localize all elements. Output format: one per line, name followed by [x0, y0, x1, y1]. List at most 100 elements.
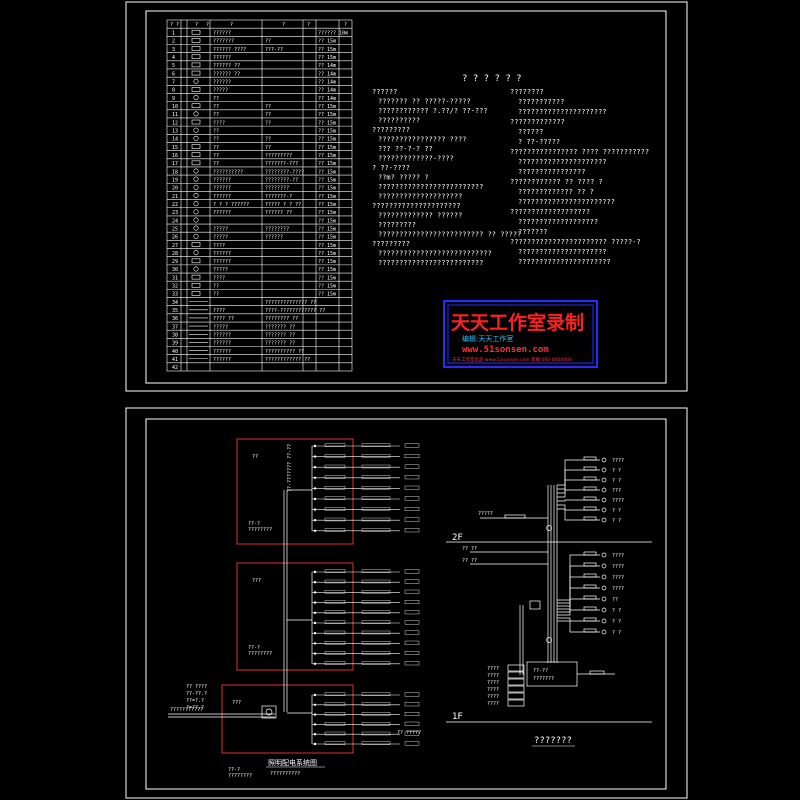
- legend-row-note: ?? 14m: [318, 80, 336, 86]
- legend-symbol-icon: [191, 54, 201, 60]
- breaker-spec-icon: [324, 600, 346, 604]
- note-line-left: ??m? ????? ?: [378, 174, 429, 182]
- legend-row: 25??????????????? 15m: [172, 226, 336, 232]
- breaker-spec-icon: [324, 712, 346, 716]
- legend-row-no: 23: [172, 210, 178, 216]
- panel-boxes: [221, 438, 354, 754]
- breaker-spec-icon: [324, 722, 346, 726]
- legend-row: 16????????????? 15m: [172, 153, 336, 159]
- legend-symbol-icon: [191, 282, 201, 288]
- legend-row: 33???? 15m: [172, 292, 336, 298]
- legend-row-note: ?? 15m: [318, 251, 336, 257]
- cable-spec-icon: [361, 579, 391, 584]
- legend-row-no: 16: [172, 153, 178, 159]
- legend-row-name: ?????: [213, 324, 228, 330]
- breaker-spec-icon: [324, 661, 346, 665]
- load-tag-icon: [404, 640, 420, 645]
- legend-row-note: ?? 14m: [318, 88, 336, 94]
- circuit-row: [312, 569, 420, 574]
- meter-spec: ??=?.?: [186, 698, 204, 704]
- legend-row-spec: ?????????: [265, 153, 292, 159]
- load-tag-icon: [404, 528, 420, 533]
- diagram-title: 照明配电系统图: [268, 758, 317, 767]
- legend-row-note: ?? 15m: [318, 55, 336, 61]
- legend-row-spec: ????????: [265, 226, 289, 232]
- legend-row-no: 37: [172, 324, 178, 330]
- legend-symbol-icon: [193, 266, 199, 272]
- legend-row: 35????????-???????????? ??: [172, 308, 325, 314]
- legend-row-note: ?? 15m: [318, 145, 336, 151]
- note-line-right: ??????: [518, 128, 543, 136]
- note-line-right: ? ??-?????: [518, 138, 560, 146]
- main-panel-label: ??-??: [533, 668, 548, 674]
- cable-spec-icon: [361, 486, 391, 490]
- breaker-icon: [313, 662, 317, 665]
- legend-row-no: 28: [172, 251, 178, 257]
- legend-row-no: 32: [172, 284, 178, 290]
- breaker-icon: [313, 570, 317, 574]
- legend-header-cell: ?: [344, 22, 347, 28]
- breaker-icon: [313, 444, 317, 448]
- breaker-spec-icon: [324, 507, 346, 511]
- note-line-left: ????????????? ??????: [378, 212, 462, 220]
- cable-spec-icon: [361, 641, 391, 645]
- circuit-row: [312, 620, 420, 625]
- legend-row-name: ??: [213, 284, 219, 290]
- legend-row: 23???????????? ???? 15m: [172, 210, 336, 216]
- legend-symbol-icon: [193, 135, 199, 141]
- cable-spec-icon: [361, 443, 391, 447]
- legend-row-name: ??????: [213, 333, 231, 339]
- legend-symbol-icon: [191, 160, 201, 166]
- legend-row-name: ??: [213, 104, 219, 110]
- legend-row: 1???????????? 10m: [172, 31, 348, 37]
- circuit-row: [312, 741, 420, 746]
- legend-row-name: ?????? ????: [213, 47, 246, 53]
- breaker-spec-icon: [324, 454, 346, 458]
- panel-desc: ????????: [248, 651, 272, 657]
- riser-lower-item: ????: [612, 575, 624, 581]
- circuit-row: [312, 496, 420, 501]
- legend-row-no: 41: [172, 357, 178, 363]
- legend-symbol-icon: [191, 62, 201, 68]
- meter-spec: ?? ????: [186, 684, 207, 690]
- cable-spec-icon: [361, 692, 391, 696]
- breaker-spec-icon: [324, 464, 346, 469]
- legend-symbol-icon: [193, 95, 199, 101]
- legend-row: 21?????????????-??? 15m: [172, 194, 336, 200]
- legend-row: 18??????????????????-?????? 15m: [172, 169, 336, 175]
- legend-row-no: 4: [172, 55, 175, 61]
- load-tag-icon: [404, 630, 420, 635]
- legend-row-no: 30: [172, 267, 178, 273]
- breaker-spec-icon: [324, 528, 346, 532]
- legend-row-spec: ??????: [265, 235, 283, 241]
- legend-row-name: ??: [213, 153, 219, 159]
- legend-row-no: 18: [172, 169, 178, 175]
- breaker-spec-icon: [324, 651, 346, 655]
- legend-row: 39????????????? ??: [172, 341, 295, 347]
- breaker-spec-icon: [324, 692, 346, 696]
- legend-row: 10?????? 15m: [172, 104, 336, 110]
- floor-2f-label: 2F: [452, 533, 463, 543]
- cable-spec-icon: [361, 630, 391, 635]
- legend-row-note: ?? 15m: [318, 275, 336, 281]
- cable-spec-icon: [361, 528, 391, 532]
- breaker-icon: [313, 733, 317, 736]
- legend-row-note: ?? 15m: [318, 104, 336, 110]
- legend-row-no: 36: [172, 316, 178, 322]
- circuit-row: [312, 661, 420, 666]
- circuit-row: [312, 610, 420, 615]
- legend-row: 34?????????????? ??: [172, 300, 316, 306]
- legend-symbol-icon: [193, 233, 199, 239]
- legend-row-no: 15: [172, 145, 178, 151]
- circuit-row: [312, 600, 420, 605]
- legend-row-no: 8: [172, 88, 175, 94]
- legend-row-note: ?? 15m: [318, 292, 336, 298]
- note-line-right: ???????: [518, 228, 548, 236]
- riser-side-label: ????: [487, 701, 499, 707]
- cable-spec-icon: [361, 600, 391, 604]
- panel-name: ???: [252, 578, 261, 584]
- legend-row-no: 31: [172, 275, 178, 281]
- load-tag-icon: [404, 692, 420, 697]
- note-line-right: ??????????????????????? ?????-?: [510, 238, 641, 246]
